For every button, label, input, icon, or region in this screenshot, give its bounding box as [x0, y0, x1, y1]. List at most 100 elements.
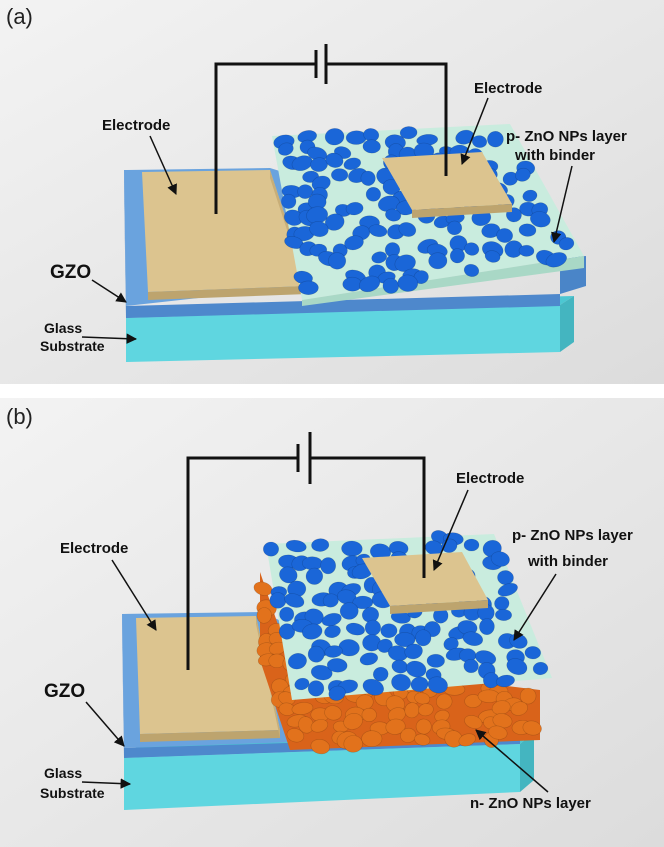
p-zno-nanoparticle	[404, 643, 423, 660]
panel-b-p-layer-label-2: with binder	[527, 553, 608, 570]
p-zno-nanoparticle	[481, 223, 501, 239]
p-zno-nanoparticle	[311, 538, 330, 552]
n-zno-nanoparticle	[404, 702, 420, 719]
p-zno-nanoparticle	[487, 130, 504, 148]
p-zno-nanoparticle	[362, 678, 384, 696]
p-zno-nanoparticle	[279, 606, 295, 622]
p-zno-nanoparticle	[309, 221, 329, 238]
p-zno-nanoparticle	[324, 645, 343, 658]
p-zno-nanoparticle	[326, 658, 348, 673]
p-zno-nanoparticle	[415, 629, 432, 647]
panel-a-electrode-right-arrow	[460, 97, 489, 165]
p-zno-nanoparticle	[298, 280, 319, 295]
p-zno-nanoparticle	[463, 538, 480, 552]
n-zno-nanoparticle	[343, 713, 363, 730]
n-zno-nanoparticle	[268, 653, 286, 668]
p-zno-nanoparticle	[410, 676, 429, 693]
panel-b-glass-label-1: Glass	[44, 765, 82, 781]
n-zno-nanoparticle	[361, 730, 383, 748]
p-zno-nanoparticle	[463, 263, 480, 277]
n-zno-nanoparticle	[256, 607, 272, 624]
panel-a-p-layer-arrow	[551, 165, 573, 244]
n-zno-nanoparticle	[310, 719, 329, 733]
p-zno-nanoparticle	[462, 631, 484, 647]
p-zno-nanoparticle	[328, 252, 347, 270]
panel-b-electrode-right-arrow	[432, 489, 469, 571]
p-zno-nanoparticle	[495, 608, 512, 621]
n-zno-nanoparticle	[400, 727, 417, 743]
panel-a-right-electrode	[382, 152, 512, 218]
p-zno-nanoparticle	[324, 624, 341, 639]
n-zno-nanoparticle	[286, 728, 305, 743]
p-zno-nanoparticle	[558, 237, 575, 251]
p-zno-nanoparticle	[427, 676, 448, 694]
n-zno-nanoparticle	[343, 735, 363, 753]
p-zno-nanoparticle	[294, 677, 310, 691]
p-zno-nanoparticle	[343, 157, 362, 171]
panel-a-electrode-left-label: Electrode	[102, 117, 170, 134]
p-zno-nanoparticle	[325, 152, 344, 168]
p-zno-nanoparticle	[339, 602, 359, 620]
p-zno-nanoparticle	[479, 618, 495, 635]
p-zno-nanoparticle	[391, 673, 412, 692]
p-zno-nanoparticle	[342, 276, 363, 292]
panel-a-electrode-right-label: Electrode	[474, 80, 542, 97]
p-zno-nanoparticle	[371, 251, 388, 264]
p-zno-nanoparticle	[345, 622, 365, 636]
p-zno-nanoparticle	[380, 623, 398, 639]
n-zno-nanoparticle	[510, 701, 528, 716]
p-zno-nanoparticle	[368, 224, 388, 238]
panel-b-right-electrode	[362, 552, 488, 614]
panel-b-p-zno-particles	[263, 530, 549, 701]
panel-b-electrode-right-label: Electrode	[456, 470, 524, 487]
panel-separator	[0, 384, 664, 398]
p-zno-nanoparticle	[364, 619, 381, 636]
p-zno-nanoparticle	[305, 567, 324, 585]
p-zno-nanoparticle	[278, 623, 296, 640]
panel-a-p-layer-label-2: with binder	[514, 147, 595, 164]
p-zno-nanoparticle	[463, 658, 479, 674]
panel-a-right-wire	[326, 62, 448, 176]
p-zno-nanoparticle	[518, 223, 537, 237]
panel-a-glass-label-1: Glass	[44, 320, 82, 336]
p-zno-nanoparticle	[385, 208, 402, 222]
p-zno-nanoparticle	[310, 664, 333, 681]
p-zno-nanoparticle	[471, 135, 488, 148]
p-zno-nanoparticle	[359, 275, 381, 293]
p-zno-nanoparticle	[359, 652, 379, 666]
n-zno-nanoparticle	[519, 687, 537, 705]
p-zno-nanoparticle	[484, 250, 501, 263]
panel-a-glass-label-2: Substrate	[40, 338, 105, 354]
p-zno-nanoparticle	[464, 242, 480, 256]
n-zno-nanoparticle	[436, 693, 453, 710]
n-zno-nanoparticle	[418, 703, 434, 717]
p-zno-nanoparticle	[446, 220, 463, 236]
panel-a-circuit	[214, 44, 448, 214]
p-zno-nanoparticle	[529, 211, 551, 228]
panel-a-electrode-left-arrow	[149, 135, 177, 195]
p-zno-nanoparticle	[360, 170, 376, 186]
p-zno-nanoparticle	[518, 244, 535, 257]
p-zno-nanoparticle	[426, 653, 445, 668]
p-zno-nanoparticle	[284, 593, 305, 608]
n-zno-nanoparticle	[324, 705, 342, 721]
p-zno-nanoparticle	[524, 646, 541, 660]
p-zno-nanoparticle	[328, 685, 346, 701]
p-zno-nanoparticle	[279, 566, 298, 584]
p-zno-nanoparticle	[372, 666, 389, 682]
p-zno-nanoparticle	[320, 557, 337, 575]
panel-b-left-electrode	[136, 616, 280, 742]
p-zno-nanoparticle	[285, 539, 307, 553]
p-zno-nanoparticle	[428, 252, 448, 270]
n-zno-nanoparticle	[385, 718, 406, 735]
n-zno-nanoparticle	[310, 738, 331, 755]
panel-a-p-layer-label-1: p- ZnO NPs layer	[506, 128, 627, 145]
panel-b-gzo-arrow	[85, 701, 125, 747]
p-zno-nanoparticle	[307, 680, 325, 697]
p-zno-nanoparticle	[291, 155, 313, 172]
panel-a-gzo-arrow	[91, 279, 127, 303]
panel-b-p-zno-layer	[263, 530, 552, 701]
panel-a-glass-arrow	[81, 333, 138, 344]
panel-a-left-wire	[214, 62, 316, 214]
